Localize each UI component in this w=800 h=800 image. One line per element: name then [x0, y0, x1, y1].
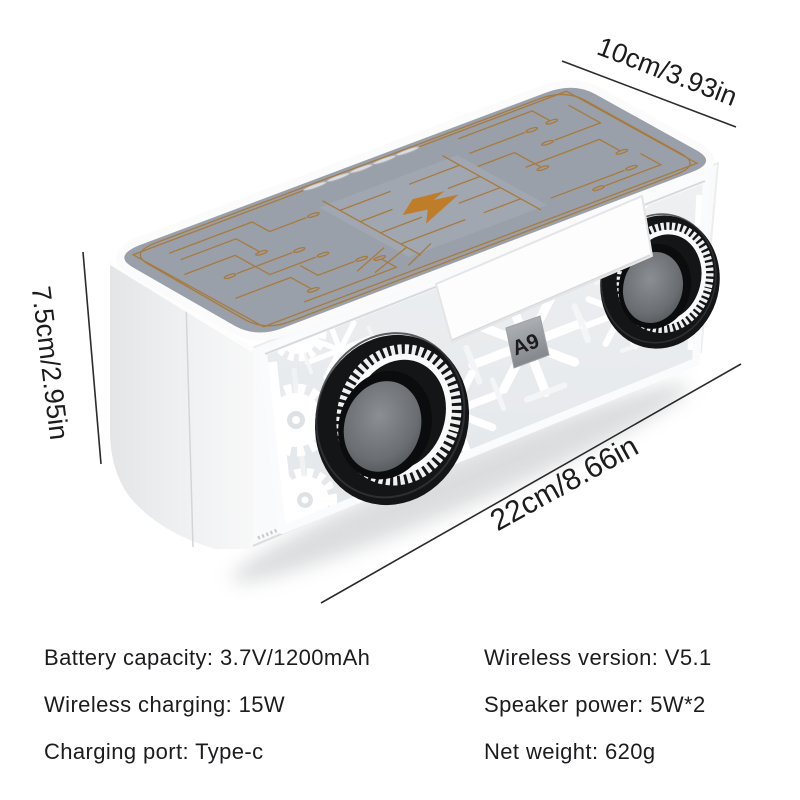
display-window: [435, 195, 653, 343]
control-button: [394, 146, 422, 157]
lightning-bolt-icon: [402, 191, 459, 224]
circuit-pattern: [133, 91, 697, 327]
speaker-top-face: [116, 79, 714, 341]
dimension-line-width: [561, 60, 737, 128]
dimension-annotations: [82, 60, 742, 604]
chip-badge: A9: [505, 315, 550, 369]
ground-shadow: [231, 383, 689, 583]
dimension-line-length: [320, 363, 742, 604]
control-buttons: [301, 146, 421, 192]
dimension-line-height: [82, 251, 102, 465]
dimension-label-height: 7.5cm/2.95in: [26, 284, 75, 441]
